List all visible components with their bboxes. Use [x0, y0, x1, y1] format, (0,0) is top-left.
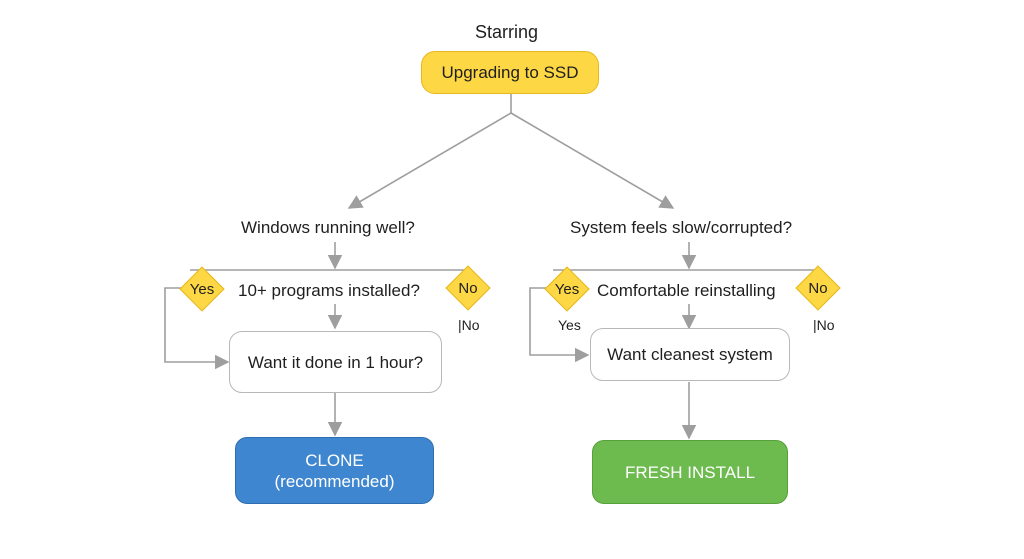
right-no-caption: |No	[813, 317, 835, 333]
start-label: Upgrading to SSD	[441, 63, 579, 82]
clone-result-line2: (recommended)	[274, 471, 395, 491]
left-no-label: No	[458, 279, 478, 297]
connector-split-right	[510, 112, 675, 209]
connector-split-left	[347, 112, 512, 209]
clone-result-box: CLONE (recommended)	[235, 437, 434, 504]
right-question-3: Want cleanest system	[607, 345, 773, 364]
left-question-1: Windows running well?	[241, 218, 415, 237]
right-yes-caption: Yes	[558, 317, 581, 333]
connector-right-yes-loop	[529, 287, 590, 363]
right-yes-label: Yes	[554, 280, 580, 298]
left-no-caption: |No	[458, 317, 480, 333]
left-question-3-box: Want it done in 1 hour?	[229, 331, 442, 393]
left-question-2: 10+ programs installed?	[238, 281, 420, 300]
right-question-3-box: Want cleanest system	[590, 328, 790, 381]
left-yes-label: Yes	[189, 280, 215, 298]
right-no-diamond: No	[795, 265, 841, 311]
connector-left-yes-loop	[164, 287, 230, 370]
left-yes-diamond: Yes	[179, 266, 225, 312]
right-question-1: System feels slow/corrupted?	[570, 218, 793, 237]
left-question-3: Want it done in 1 hour?	[247, 352, 424, 372]
right-no-label: No	[808, 279, 828, 297]
fresh-install-result-box: FRESH INSTALL	[592, 440, 788, 504]
diagram-title: Starring	[475, 22, 539, 42]
clone-result-line1: CLONE	[305, 450, 364, 470]
fresh-install-label: FRESH INSTALL	[624, 462, 756, 482]
left-no-diamond: No	[445, 265, 491, 311]
start-box: Upgrading to SSD	[421, 51, 599, 94]
right-question-2: Comfortable reinstalling	[597, 281, 776, 300]
right-yes-diamond: Yes	[544, 266, 590, 312]
